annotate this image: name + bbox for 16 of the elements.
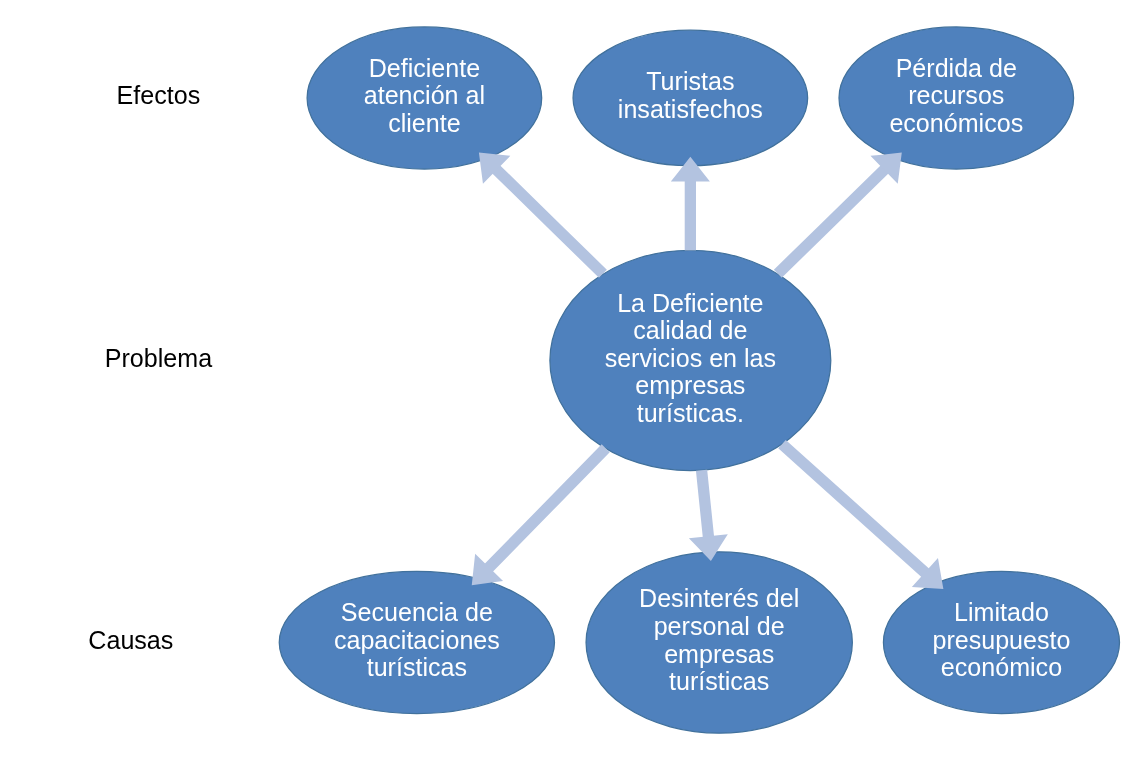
arrow (773, 152, 902, 278)
label: Problema (104, 343, 213, 372)
node-ellipse: Pérdida de recursos económicos (838, 26, 1075, 170)
node-ellipse: Limitado presupuesto económico (882, 570, 1121, 715)
arrow (478, 152, 607, 278)
arrow (670, 156, 710, 251)
node-ellipse: Turistas insatisfechos (572, 29, 809, 167)
node-ellipse: Desinterés del personal de empresas turísticas (585, 551, 853, 734)
label: Efectos (116, 81, 201, 110)
arrow (778, 439, 944, 590)
node-ellipse: Secuencia de capacitaciones turísticas (278, 570, 556, 715)
node-ellipse: Deficiente atención al cliente (306, 26, 543, 170)
node-ellipse: La Deficiente calidad de servicios en las empresas turísticas. (549, 249, 832, 472)
arrow (688, 469, 728, 561)
arrow (471, 444, 610, 586)
label: Causas (88, 625, 174, 654)
